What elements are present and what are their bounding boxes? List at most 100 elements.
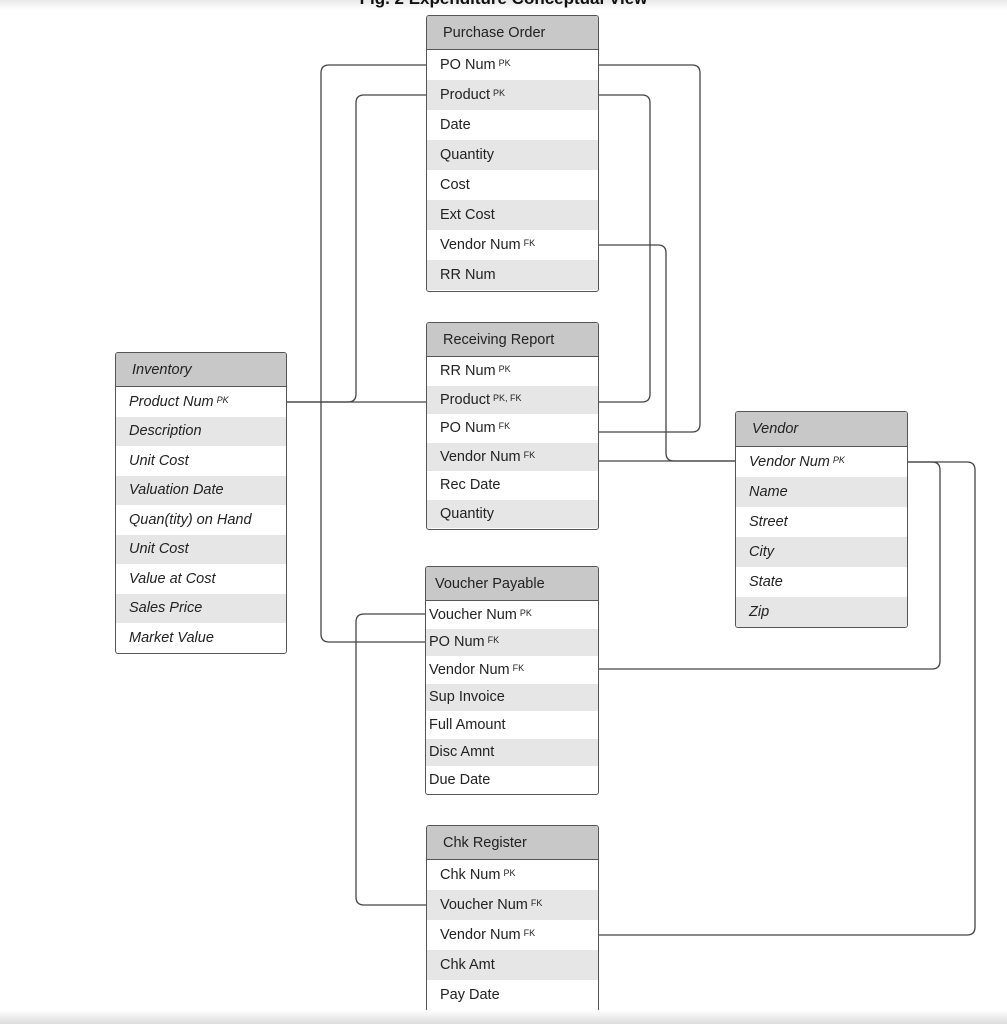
field-label: Voucher Num (440, 897, 528, 913)
field-row: City (736, 537, 907, 567)
diagram-title: Fig. 2 Expenditure Conceptual View (0, 0, 1007, 9)
field-label: Product Num (129, 393, 214, 410)
field-label: RR Num (440, 363, 496, 380)
key-marker: PK (492, 88, 505, 98)
link-voucher-chk (355, 613, 428, 906)
field-row: Full Amount (426, 711, 598, 739)
field-row: Quantity (427, 140, 598, 170)
field-label: Vendor Num (440, 237, 521, 253)
field-row: State (736, 567, 907, 597)
key-marker: FK (523, 449, 536, 460)
key-marker: PK (216, 394, 229, 405)
bottom-shade (0, 1010, 1007, 1024)
field-label: Sales Price (129, 600, 203, 617)
field-label: Valuation Date (129, 482, 224, 499)
field-row: Description (116, 416, 286, 446)
field-label: Vendor Num (440, 448, 521, 465)
field-row: Unit Cost (116, 446, 286, 476)
field-label: Full Amount (429, 716, 506, 733)
field-label: PO Num (429, 634, 485, 651)
field-row: Name (736, 477, 907, 507)
entity-name: Inventory (132, 361, 192, 378)
link-po-num-voucher (320, 64, 428, 643)
link-po-product-rr (598, 94, 651, 403)
field-label: Vendor Num (429, 661, 510, 678)
field-label: Unit Cost (129, 452, 189, 469)
entity-header: Purchase Order (427, 16, 598, 50)
link-po-product-inventory (287, 94, 428, 403)
link-po-num-rr (598, 64, 701, 433)
field-row: Date (427, 110, 598, 140)
top-shade (0, 0, 1007, 10)
field-row: Due Date (426, 766, 598, 794)
field-label: Market Value (129, 629, 214, 646)
entity-header: Inventory (116, 353, 286, 387)
field-row: Sup Invoice (426, 683, 598, 711)
field-row: Market Value (116, 623, 286, 653)
key-marker: FK (523, 928, 536, 938)
field-label: Quantity (440, 505, 494, 522)
entity-header: Voucher Payable (426, 567, 598, 601)
field-label: Disc Amnt (429, 744, 495, 761)
entity-name: Voucher Payable (435, 575, 545, 592)
field-label: Ext Cost (440, 207, 495, 223)
field-label: Vendor Num (749, 454, 830, 470)
field-row: Ext Cost (427, 200, 598, 230)
field-label: Product (440, 87, 490, 103)
field-label: Sup Invoice (429, 689, 505, 706)
entity-header: Receiving Report (427, 323, 598, 357)
field-row: Quantity (427, 499, 598, 528)
field-label: PO Num (440, 420, 496, 437)
field-label: Chk Amt (440, 957, 495, 973)
entity-name: Receiving Report (443, 331, 555, 348)
field-label: Name (749, 484, 788, 500)
field-row: Value at Cost (116, 564, 286, 594)
key-marker: FK (530, 898, 543, 908)
entity-name: Purchase Order (443, 24, 546, 41)
field-label: Zip (749, 604, 770, 620)
entity-name: Vendor (752, 421, 799, 437)
field-label: Chk Num (440, 867, 501, 883)
field-row: Street (736, 507, 907, 537)
key-marker: PK (519, 607, 532, 618)
field-row: RR Num (427, 260, 598, 290)
key-marker: PK (498, 58, 511, 68)
field-row: Quan(tity) on Hand (116, 505, 286, 535)
field-row: Rec Date (427, 471, 598, 500)
link-po-vendor (598, 244, 737, 462)
field-row: Valuation Date (116, 475, 286, 505)
field-label: Cost (440, 177, 470, 193)
entity-header: Vendor (736, 412, 907, 447)
field-row: Sales Price (116, 593, 286, 623)
field-label: Description (129, 423, 202, 440)
field-label: Rec Date (440, 477, 501, 494)
field-label: State (749, 574, 783, 590)
field-row: Chk Amt (427, 950, 598, 980)
field-label: Due Date (429, 771, 491, 788)
key-marker: FK (498, 421, 511, 432)
field-label: Quan(tity) on Hand (129, 511, 252, 528)
key-marker: PK, FK (492, 392, 522, 403)
key-marker: FK (512, 662, 525, 673)
key-marker: FK (487, 635, 500, 646)
entity-header: Chk Register (427, 826, 598, 860)
field-label: Date (440, 117, 471, 133)
